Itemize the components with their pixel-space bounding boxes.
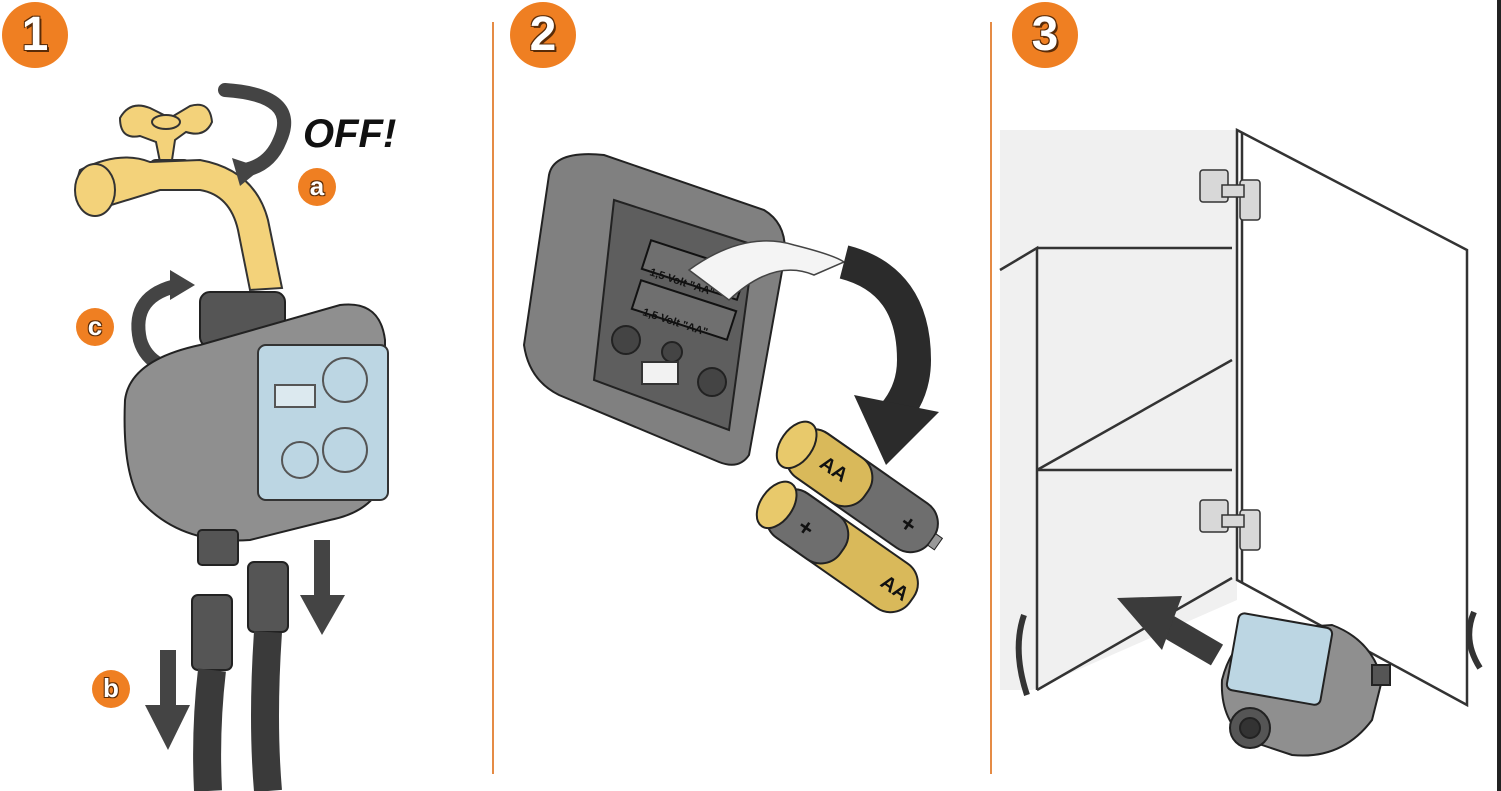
divider-1 (492, 22, 494, 774)
off-label: OFF! (303, 112, 397, 156)
insulation-strip (687, 240, 846, 301)
faucet-illustration (74, 83, 389, 791)
cabinet-frame (999, 245, 1233, 692)
battery-housing (522, 153, 786, 466)
hose-left (193, 668, 226, 791)
door-handle-right (1466, 610, 1483, 670)
faucet-handle (118, 103, 214, 164)
step-1-panel: 1 (0, 0, 490, 791)
hinge-bottom (1199, 499, 1261, 551)
step-2-badge: 2 (510, 2, 576, 68)
hinge-top (1199, 169, 1261, 221)
faucet-body (74, 156, 284, 292)
battery-1: AA + (775, 420, 944, 554)
hose-right (251, 631, 282, 791)
cabinet-storage-illustration (999, 127, 1483, 757)
step-3-panel: 3 (992, 0, 1497, 791)
sub-step-b-badge: b (92, 670, 130, 708)
sub-step-a-badge: a (298, 168, 336, 206)
divider-2 (990, 22, 992, 774)
rotate-off-arrow (218, 83, 292, 177)
door-handle-left (1015, 614, 1030, 696)
battery-2: + AA (755, 480, 919, 614)
battery-compartment-illustration: 1,5 Volt "AA" 1,5 Volt "AA" AA + + AA (522, 153, 944, 614)
step-3-badge: 3 (1012, 2, 1078, 68)
timer-body (123, 303, 389, 542)
step-2-panel: 2 1,5 Volt "AA" 1,5 Volt "AA" AA + (494, 0, 988, 791)
insert-arrow (839, 245, 932, 433)
step-1-badge: 1 (2, 2, 68, 68)
right-border (1497, 0, 1501, 791)
stored-timer (1220, 612, 1391, 757)
cabinet-interior (1000, 130, 1237, 690)
sub-step-c-badge: c (76, 308, 114, 346)
